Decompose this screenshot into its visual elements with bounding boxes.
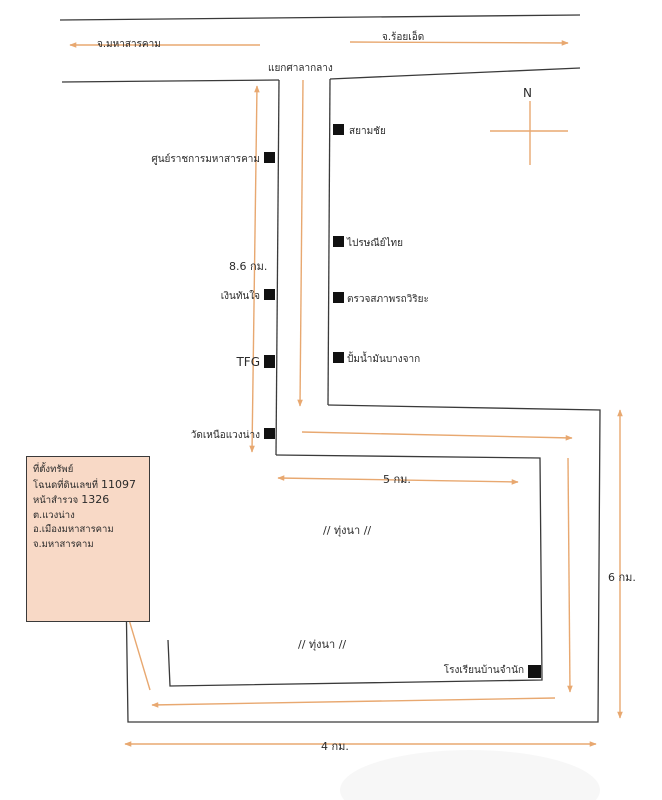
property-survey-line: หน้าสำรวจ 1326: [33, 493, 145, 509]
label-junction: แยกศาลากลาง: [268, 63, 333, 74]
label-field-upper: // ทุ่งนา //: [323, 524, 371, 537]
marker-tfg: [264, 355, 275, 368]
property-deed-line: โฉนดที่ดินเลขที่ 11097: [33, 478, 145, 494]
label-field-lower: // ทุ่งนา //: [298, 638, 346, 651]
label-provincial-center: ศูนย์ราชการมหาสารคาม: [151, 153, 260, 165]
label-west-direction: จ.มหาสารคาม: [97, 39, 161, 50]
property-deed-label: โฉนดที่ดินเลขที่: [33, 479, 98, 491]
property-survey-label: หน้าสำรวจ: [33, 495, 79, 506]
arrow-distance-5km: [277, 475, 519, 485]
marker-school: [528, 665, 541, 678]
marker-wat-nuea-waeng-nang: [264, 428, 275, 439]
highway-south-edge-west: [61, 79, 280, 83]
label-bangchak: ปั้มน้ำมันบางจาก: [347, 351, 420, 365]
arrow-loop-south: [567, 457, 573, 693]
arrow-main-road-south: [297, 79, 304, 407]
property-title: ที่ตั้งทรัพย์: [33, 464, 74, 475]
marker-vehicle-inspection: [333, 292, 344, 303]
label-wat-nuea-waeng-nang: วัดเหนือแวงน่าง: [191, 429, 260, 441]
direction-arrows: [69, 40, 623, 747]
compass: N: [490, 86, 568, 165]
label-distance-4km: 4 กม.: [321, 740, 349, 753]
marker-post-office: [333, 236, 344, 247]
label-tfg: TFG: [235, 355, 260, 369]
labels: จ.มหาสารคาม จ.ร้อยเอ็ด แยกศาลากลาง ศูนย์…: [97, 29, 636, 753]
compass-north-label: N: [523, 86, 532, 100]
label-distance-6km: 6 กม.: [608, 571, 636, 584]
marker-ngern-tan-jai: [264, 289, 275, 300]
marker-provincial-center: [264, 152, 275, 163]
label-distance-5km: 5 กม.: [383, 473, 411, 486]
highway-south-edge-east: [329, 67, 581, 80]
property-district: อ.เมืองมหาสารคาม: [33, 524, 114, 535]
outer-loop-road: [123, 404, 601, 723]
property-province: จ.มหาสารคาม: [33, 538, 94, 550]
label-east-direction: จ.ร้อยเอ็ด: [382, 29, 424, 43]
highway-north-edge: [59, 14, 581, 21]
label-distance-8-6km: 8.6 กม.: [229, 260, 267, 273]
label-siam-chai: สยามชัย: [349, 126, 386, 137]
background-blob: [340, 750, 600, 800]
inner-loop-road: [167, 454, 543, 687]
label-post-office: ไปรษณีย์ไทย: [346, 237, 403, 249]
roads: [59, 14, 601, 723]
property-info-box: ที่ตั้งทรัพย์ โฉนดที่ดินเลขที่ 11097 หน้…: [26, 456, 150, 622]
property-subdistrict: ต.แวงน่าง: [33, 509, 75, 521]
arrow-to-roiet: [349, 40, 569, 46]
arrow-loop-east: [301, 431, 573, 441]
arrow-distance-8-6km: [249, 85, 260, 453]
property-survey-number: 1326: [81, 493, 110, 506]
label-ngern-tan-jai: เงินทันใจ: [221, 290, 260, 302]
property-deed-number: 11097: [101, 477, 137, 491]
label-vehicle-inspection: ตรวจสภาพรถวิริยะ: [347, 294, 429, 305]
label-school: โรงเรียนบ้านจำนัก: [444, 663, 524, 676]
marker-siam-chai: [333, 124, 344, 135]
markers: [264, 124, 541, 678]
marker-bangchak: [333, 352, 344, 363]
arrow-loop-west: [151, 697, 556, 708]
main-road-east-edge: [327, 78, 331, 406]
main-road-west-edge: [275, 79, 280, 456]
